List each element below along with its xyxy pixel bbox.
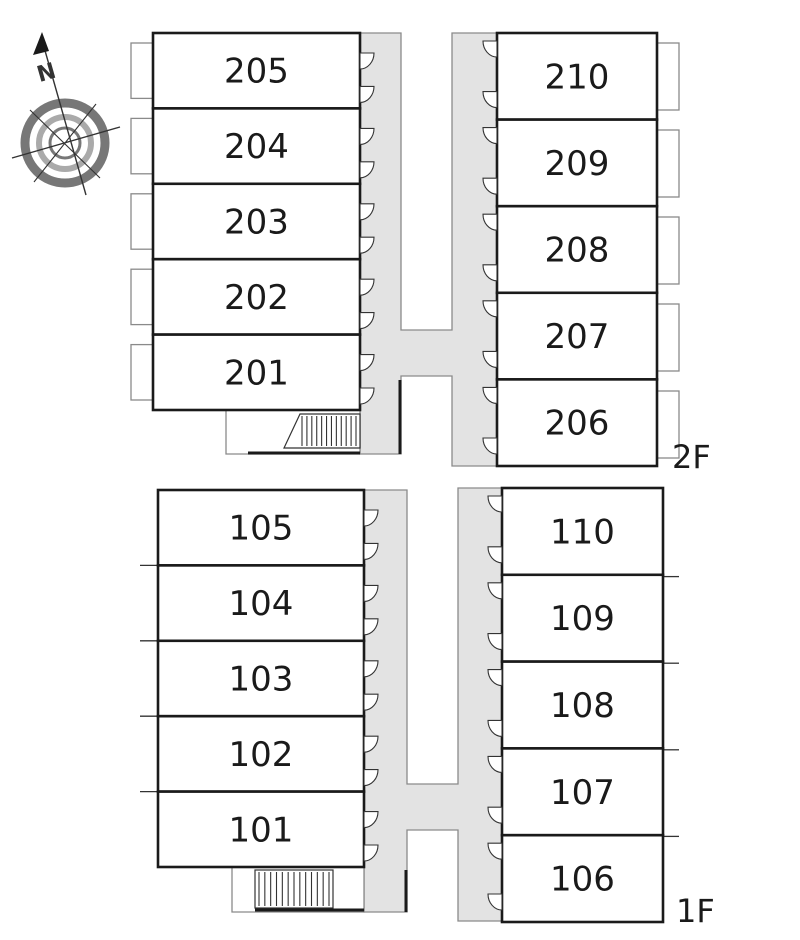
door-icon	[363, 693, 379, 711]
room-number: 210	[545, 57, 610, 97]
door-icon	[363, 811, 379, 829]
room-number: 101	[229, 810, 294, 850]
door-icon	[482, 40, 498, 58]
room-201: 201	[151, 333, 375, 412]
room-207: 207	[482, 291, 659, 381]
room-number: 201	[224, 353, 289, 393]
door-icon	[359, 85, 375, 103]
door-icon	[363, 618, 379, 636]
balcony	[656, 216, 680, 285]
floor-1f: 105 104 103 102 101 110 109 108 107 106 1F	[140, 486, 715, 930]
room-204: 204	[151, 107, 375, 186]
room-number: 109	[550, 599, 615, 639]
door-icon	[359, 127, 375, 145]
room-205: 205	[151, 31, 375, 110]
room-104: 104	[156, 564, 379, 643]
door-icon	[359, 203, 375, 221]
room-number: 208	[545, 231, 610, 271]
door-icon	[482, 437, 498, 455]
door-icon	[487, 495, 503, 513]
room-107: 107	[487, 747, 665, 837]
room-203: 203	[151, 182, 375, 261]
door-icon	[363, 735, 379, 753]
room-106: 106	[487, 833, 665, 924]
door-icon	[363, 584, 379, 602]
door-icon	[482, 127, 498, 145]
balcony	[130, 268, 154, 326]
door-icon	[482, 350, 498, 368]
room-number: 103	[229, 660, 294, 700]
door-icon	[487, 546, 503, 564]
balcony	[130, 193, 154, 250]
room-101: 101	[156, 790, 379, 869]
door-icon	[359, 52, 375, 70]
balcony	[130, 343, 154, 401]
door-icon	[482, 177, 498, 195]
room-110: 110	[487, 486, 665, 577]
room-number: 102	[229, 735, 294, 775]
room-number: 108	[550, 686, 615, 726]
room-number: 202	[224, 278, 289, 318]
door-icon	[487, 719, 503, 737]
door-icon	[359, 278, 375, 296]
room-number: 209	[545, 144, 610, 184]
room-number: 207	[545, 317, 610, 357]
door-icon	[359, 161, 375, 179]
balcony	[130, 42, 154, 100]
door-icon	[482, 386, 498, 404]
room-number: 110	[550, 512, 615, 552]
door-icon	[482, 264, 498, 282]
room-108: 108	[487, 660, 665, 750]
room-number: 206	[545, 404, 610, 444]
compass-icon: N	[11, 32, 121, 196]
door-icon	[359, 387, 375, 405]
room-209: 209	[482, 118, 659, 208]
floor-2f: 205 204 203 202 201 210 209 208 207 206 2F	[130, 31, 711, 476]
balcony	[656, 303, 680, 372]
room-number: 107	[550, 773, 615, 813]
door-icon	[487, 755, 503, 773]
door-icon	[363, 769, 379, 787]
compass-north-label: N	[34, 59, 59, 88]
door-icon	[487, 842, 503, 860]
floor-label-1f: 1F	[676, 892, 715, 930]
room-number: 105	[229, 509, 294, 549]
room-102: 102	[156, 714, 379, 793]
room-210: 210	[482, 31, 659, 121]
corridor-2f	[359, 32, 498, 467]
room-103: 103	[156, 639, 379, 718]
door-icon	[359, 354, 375, 372]
room-number: 205	[224, 52, 289, 92]
door-icon	[363, 660, 379, 678]
door-icon	[487, 633, 503, 651]
door-icon	[482, 213, 498, 231]
room-208: 208	[482, 204, 659, 295]
floor-label-2f: 2F	[672, 438, 711, 476]
room-206: 206	[482, 378, 659, 468]
room-109: 109	[487, 573, 665, 663]
door-icon	[363, 509, 379, 527]
door-icon	[363, 542, 379, 560]
room-105: 105	[156, 488, 379, 567]
balcony	[130, 117, 154, 175]
door-icon	[487, 893, 503, 911]
door-icon	[482, 91, 498, 109]
door-icon	[359, 312, 375, 330]
room-number: 203	[224, 203, 289, 243]
door-icon	[487, 582, 503, 600]
balcony	[656, 42, 680, 111]
balcony	[656, 129, 680, 198]
door-icon	[363, 844, 379, 862]
room-number: 106	[550, 860, 615, 900]
door-icon	[487, 806, 503, 824]
corridor-1f	[363, 487, 503, 922]
door-icon	[482, 300, 498, 318]
door-icon	[487, 669, 503, 687]
door-icon	[359, 236, 375, 254]
room-number: 204	[224, 127, 289, 167]
room-202: 202	[151, 257, 375, 336]
room-number: 104	[229, 584, 294, 624]
